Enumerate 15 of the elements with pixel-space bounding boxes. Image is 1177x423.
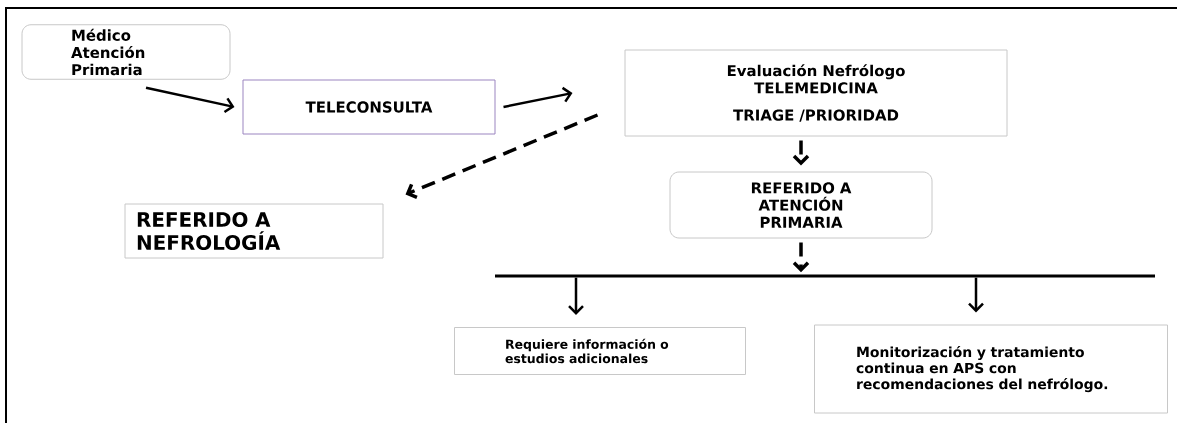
arrow [792, 242, 810, 273]
outcome-box: Monitorización y tratamiento continua en APS con recomendaciones del nefrólogo. [814, 324, 1168, 414]
evaluation-box: Evaluación Nefrólogo TELEMEDICINA TRIAGE /PRIORIDAD [624, 49, 1008, 137]
outcome-box: Requiere información o estudios adicionales [454, 327, 746, 375]
start-box: Médico Atención Primaria [21, 24, 231, 80]
arrow [568, 277, 584, 315]
referral-box: REFERIDO A ATENCIÓN PRIMARIA [669, 171, 933, 239]
arrow [405, 113, 599, 199]
arrow [792, 140, 810, 166]
arrow [503, 86, 573, 109]
arrow [145, 86, 235, 114]
horizontal-bar [495, 274, 1155, 278]
arrow [968, 277, 984, 313]
process-box: TELECONSULTA [242, 79, 496, 135]
referral-box: REFERIDO A NEFROLOGÍA [124, 203, 384, 259]
